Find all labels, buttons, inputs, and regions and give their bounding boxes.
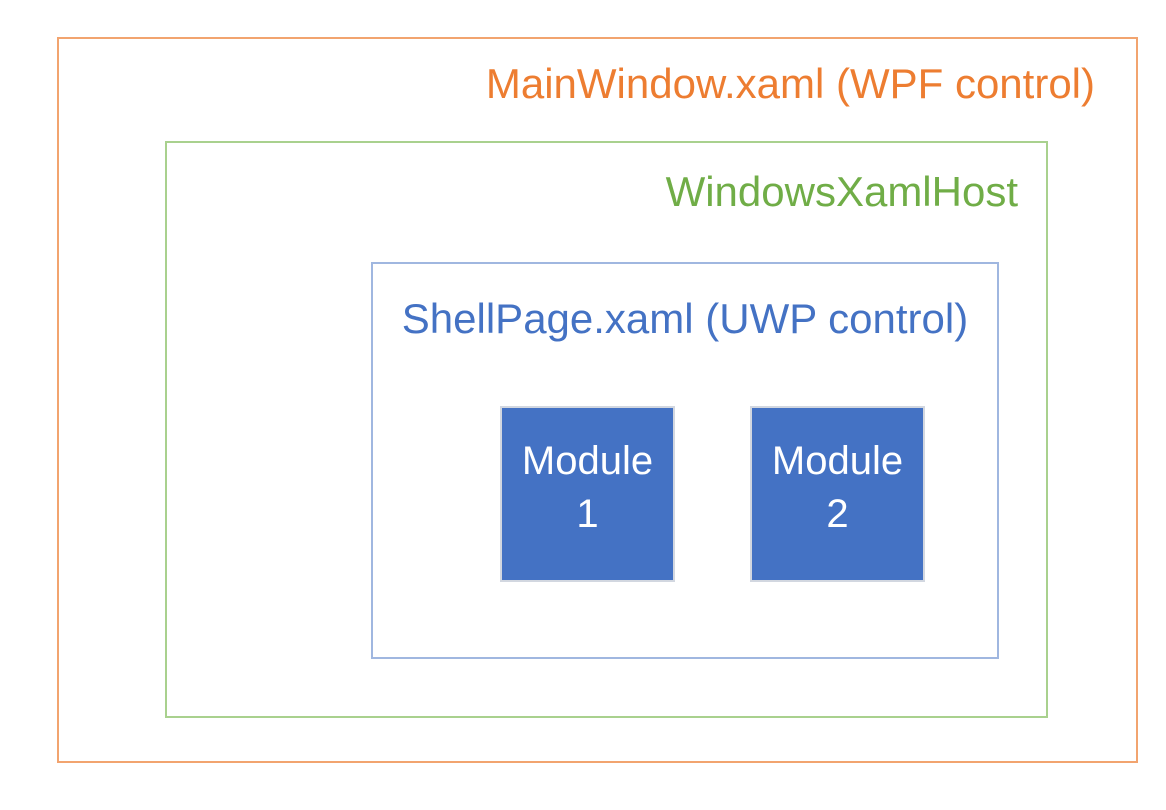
mainwindow-wpf-box: MainWindow.xaml (WPF control) WindowsXam… bbox=[57, 37, 1138, 763]
module-1-label-line1: Module bbox=[521, 439, 654, 483]
mainwindow-wpf-label: MainWindow.xaml (WPF control) bbox=[485, 60, 1095, 107]
module-2-label-line2: 2 bbox=[826, 492, 849, 536]
module-1-label-line2: 1 bbox=[576, 492, 599, 536]
shellpage-uwp-box: ShellPage.xaml (UWP control) Module 1 Mo… bbox=[371, 262, 999, 659]
windowsxamlhost-box: WindowsXamlHost ShellPage.xaml (UWP cont… bbox=[165, 141, 1048, 718]
shellpage-uwp-label: ShellPage.xaml (UWP control) bbox=[401, 295, 969, 342]
module-2-box: Module 2 bbox=[750, 406, 925, 582]
module-1-box: Module 1 bbox=[500, 406, 675, 582]
windowsxamlhost-label: WindowsXamlHost bbox=[665, 168, 1018, 215]
module-2-label-line1: Module bbox=[771, 439, 904, 483]
